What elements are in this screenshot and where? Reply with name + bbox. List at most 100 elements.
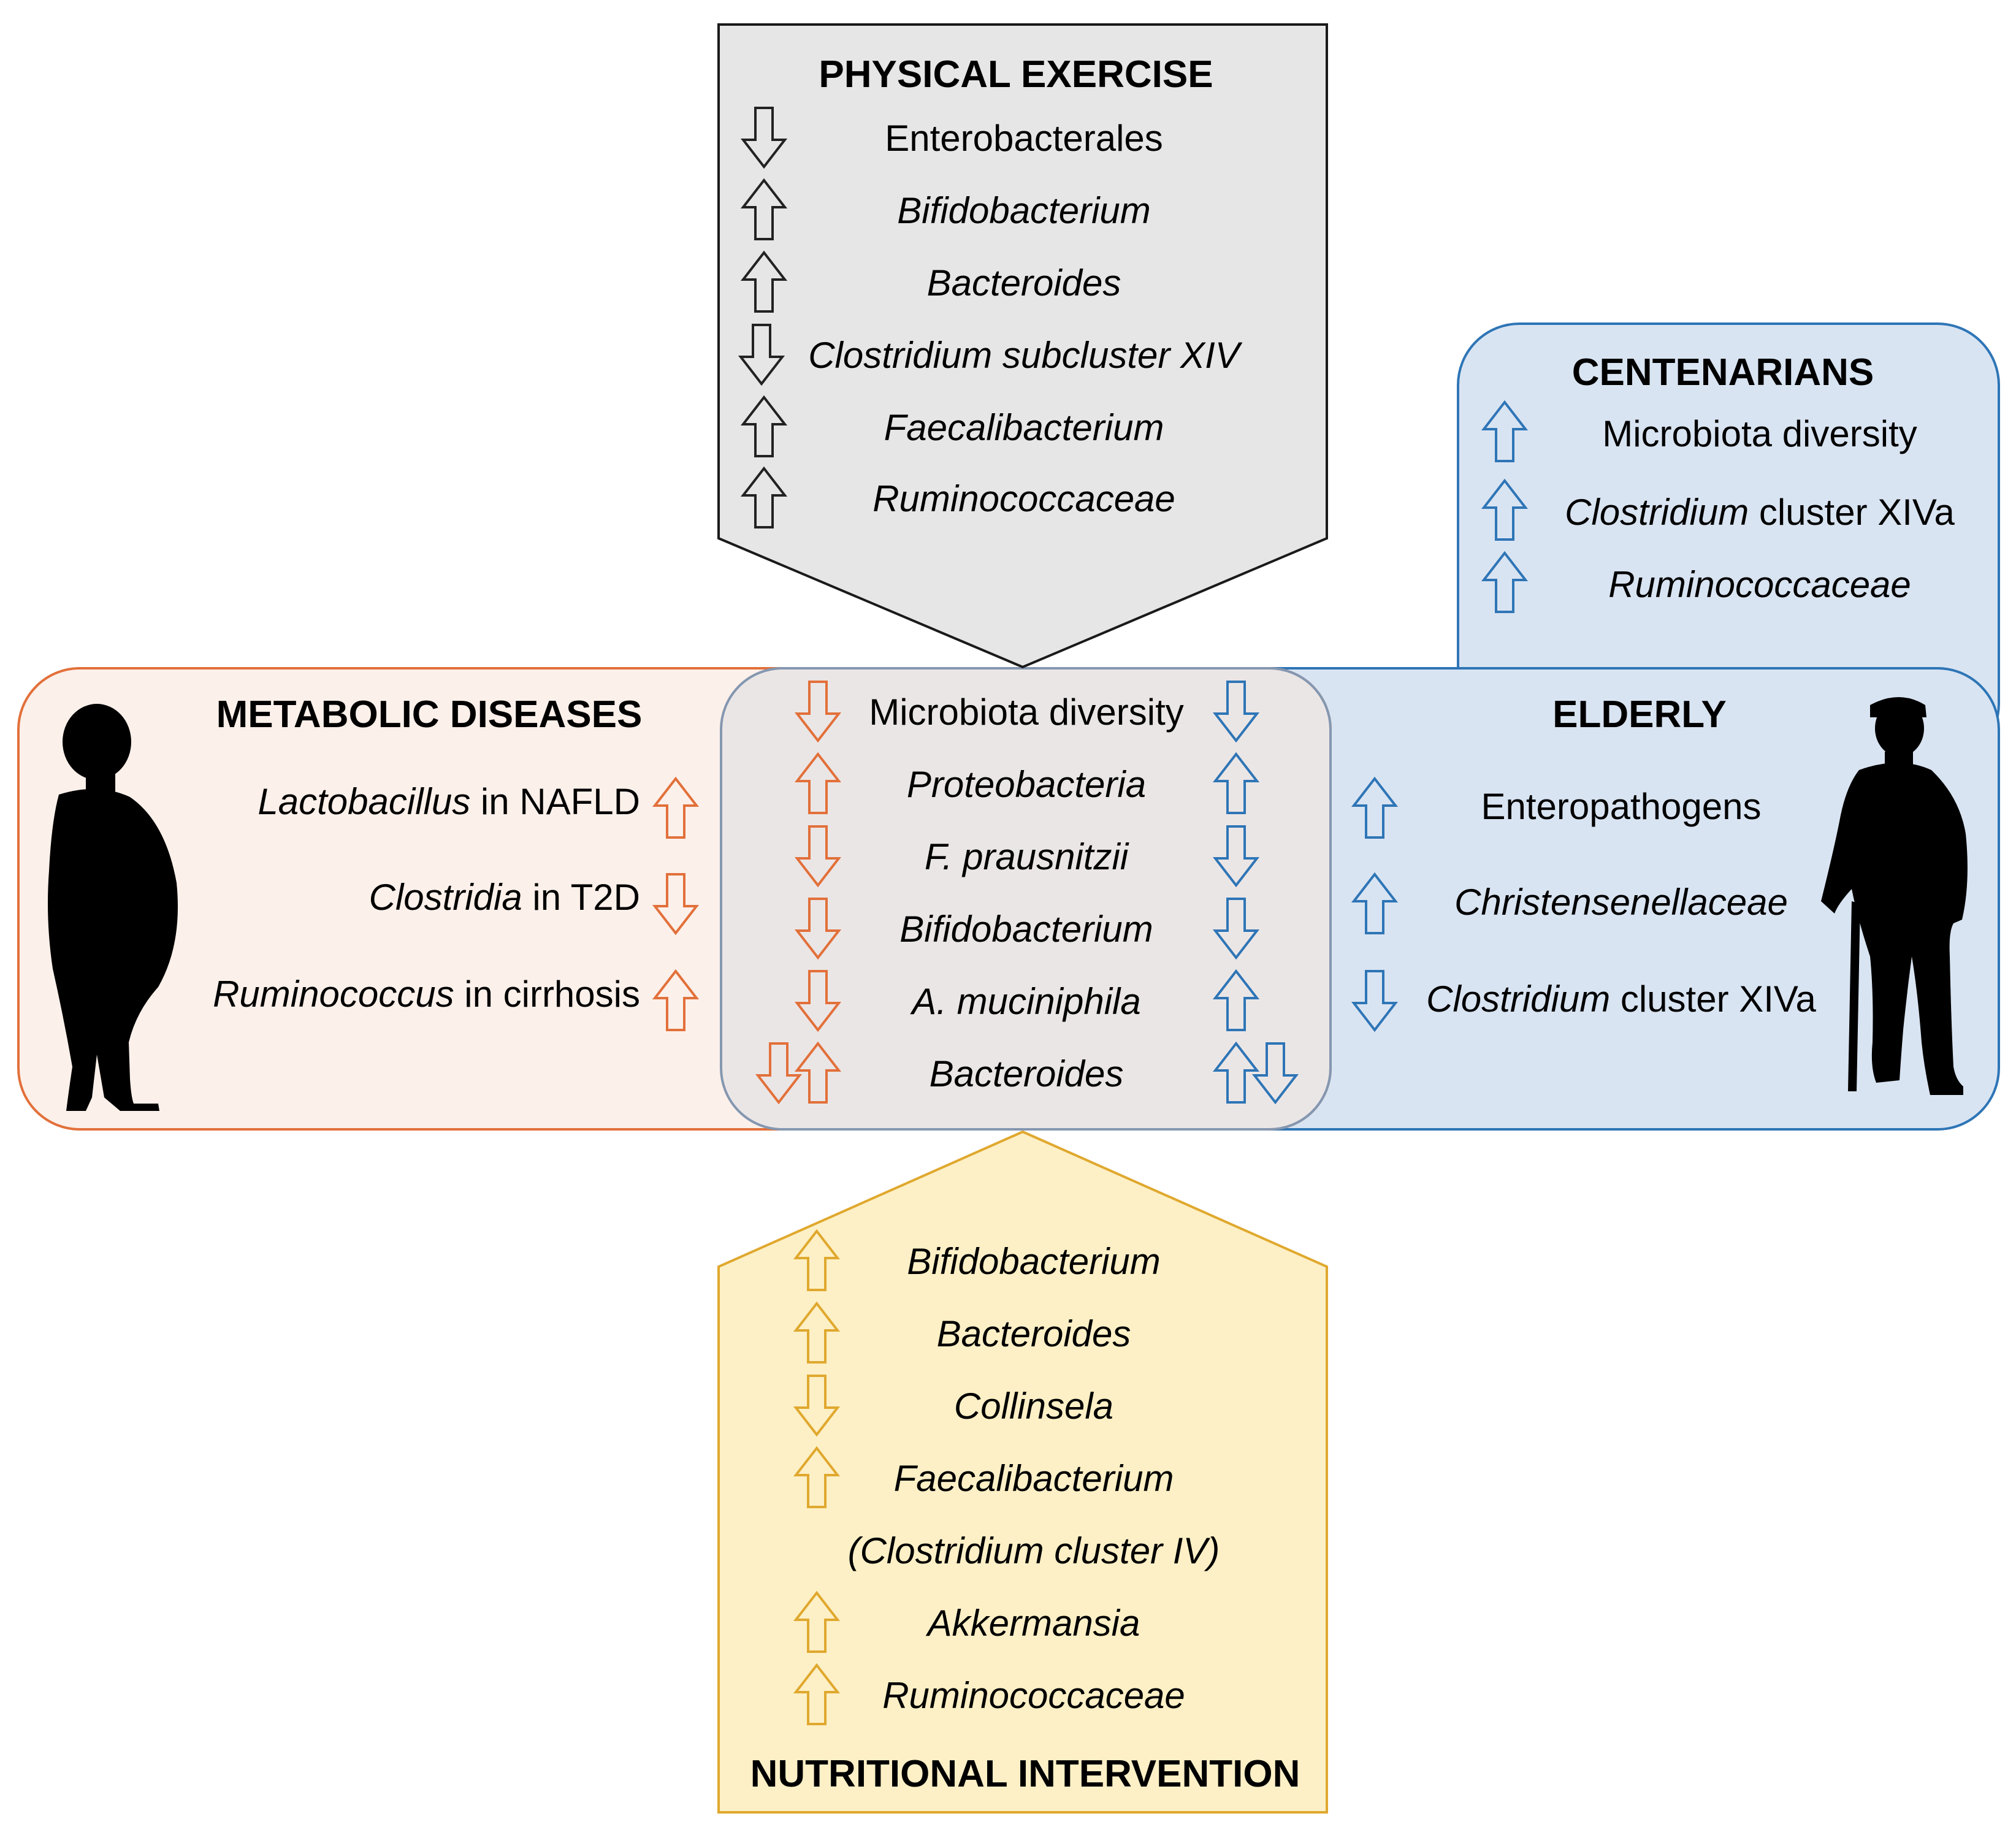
elderly-item: Enteropathogens <box>1351 776 1762 839</box>
centenarians-title: CENTENARIANS <box>1572 351 1874 394</box>
arrow-up-icon <box>793 1663 841 1725</box>
obese-person-silhouette-icon <box>48 704 178 1111</box>
arrow-down-icon <box>794 898 842 960</box>
list-item-label: Ruminococcaceae <box>1608 564 1911 605</box>
arrow-up-icon <box>1212 752 1260 814</box>
list-item-label: Faecalibacterium <box>884 407 1164 448</box>
arrow-up-icon <box>794 752 842 814</box>
label-fragment: Christensenellaceae <box>1454 882 1788 923</box>
physical-exercise-item: Enterobacterales <box>740 107 1163 169</box>
shared-item: Bifidobacterium <box>794 898 1260 960</box>
list-item-label: Bacteroides <box>927 262 1121 303</box>
arrow-down-icon <box>740 107 788 169</box>
arrow-down-icon <box>652 873 700 936</box>
list-item-label: Bacteroides <box>937 1313 1131 1354</box>
arrow-up-icon <box>1481 400 1529 462</box>
list-item-label: Bacteroides <box>930 1053 1124 1094</box>
nutritional-intervention-panel: NUTRITIONAL INTERVENTION Bifidobacterium… <box>717 1130 1328 1814</box>
arrow-down-icon <box>794 681 842 743</box>
list-item-label: Enteropathogens <box>1481 786 1761 827</box>
shared-item: Microbiota diversity <box>794 681 1260 743</box>
arrow-down-icon <box>1251 1042 1299 1105</box>
elderly-item: Clostridium cluster XIVa <box>1351 970 1817 1032</box>
arrow-down-icon <box>793 1375 841 1437</box>
label-fragment: cluster XIVa <box>1610 979 1816 1020</box>
arrow-down-icon <box>1351 970 1399 1032</box>
arrow-down-icon <box>738 324 785 386</box>
shared-box <box>720 667 1332 1131</box>
arrow-up-icon <box>740 466 788 528</box>
arrow-up-icon <box>740 395 788 457</box>
arrow-down-icon <box>794 970 842 1032</box>
label-fragment: Akkermansia <box>926 1603 1140 1644</box>
label-fragment: Ruminococcaceae <box>1608 564 1911 605</box>
physical-exercise-list: EnterobacteralesBifidobacteriumBacteroid… <box>738 107 1243 528</box>
label-fragment: Microbiota diversity <box>869 692 1184 733</box>
label-fragment: Bacteroides <box>930 1053 1124 1094</box>
arrow-up-icon <box>793 1229 841 1291</box>
shared-item: F. prausnitzii <box>794 825 1260 888</box>
nutritional-intervention-box <box>717 1130 1328 1814</box>
arrow-up-icon <box>1351 776 1399 839</box>
centenarians-item: Microbiota diversity <box>1481 400 1917 462</box>
label-fragment: Clostridia <box>369 877 522 918</box>
label-fragment: Ruminococcus <box>213 974 454 1015</box>
physical-exercise-box <box>717 23 1328 669</box>
label-fragment: Clostridium subcluster XIV <box>808 335 1243 376</box>
label-fragment: cluster XIVa <box>1749 492 1955 533</box>
arrow-up-icon <box>740 178 788 240</box>
centenarians-panel: CENTENARIANS Microbiota diversityClostri… <box>1457 322 2000 766</box>
arrow-down-icon <box>1212 825 1260 888</box>
list-item-label: Clostridium cluster XIVa <box>1565 492 1955 533</box>
physical-exercise-panel: PHYSICAL EXERCISE EnterobacteralesBifido… <box>717 23 1328 669</box>
metabolic-diseases-title: METABOLIC DISEASES <box>216 693 643 736</box>
list-item-label: Enterobacterales <box>885 118 1163 159</box>
elderly-list: EnteropathogensChristensenellaceaeClostr… <box>1351 776 1817 1032</box>
arrow-down-icon <box>1212 898 1260 960</box>
list-item-label: Clostridium cluster XIVa <box>1426 979 1816 1020</box>
arrow-up-icon <box>1481 551 1529 613</box>
arrow-up-icon <box>793 1301 841 1364</box>
label-fragment: Bacteroides <box>927 262 1121 303</box>
nutritional-intervention-item: (Clostridium cluster IV) <box>848 1530 1220 1571</box>
nutritional-intervention-item: Akkermansia <box>793 1590 1140 1653</box>
arrow-up-icon <box>794 1041 842 1104</box>
nutritional-intervention-item: Collinsela <box>793 1375 1113 1437</box>
centenarians-item: Ruminococcaceae <box>1481 551 1911 613</box>
label-fragment: Enteropathogens <box>1481 786 1761 827</box>
list-item-label: Proteobacteria <box>907 764 1146 805</box>
list-item-label: A. muciniphila <box>910 981 1141 1022</box>
arrow-down-icon <box>794 825 842 888</box>
elderly-title: ELDERLY <box>1552 693 1727 736</box>
nutritional-intervention-item: Bacteroides <box>793 1301 1131 1364</box>
label-fragment: Bacteroides <box>937 1313 1131 1354</box>
physical-exercise-item: Bifidobacterium <box>740 178 1151 240</box>
metabolic-diseases-item: Clostridia in T2D <box>369 873 700 936</box>
list-item-label: Bifidobacterium <box>907 1241 1161 1282</box>
arrow-up-icon <box>740 250 788 313</box>
list-item-label: Ruminococcaceae <box>872 478 1175 519</box>
label-fragment: Proteobacteria <box>907 764 1146 805</box>
nutritional-intervention-title: NUTRITIONAL INTERVENTION <box>750 1753 1300 1795</box>
list-item-label: Akkermansia <box>926 1603 1140 1644</box>
physical-exercise-item: Clostridium subcluster XIV <box>738 324 1243 386</box>
list-item-label: Lactobacillus in NAFLD <box>258 781 640 822</box>
label-fragment: Bifidobacterium <box>897 190 1151 231</box>
physical-exercise-item: Ruminococcaceae <box>740 466 1175 528</box>
arrow-up-icon <box>793 1590 841 1653</box>
list-item-label: Clostridium subcluster XIV <box>808 335 1243 376</box>
nutritional-intervention-item: Faecalibacterium <box>793 1446 1174 1508</box>
arrow-up-icon <box>1212 1041 1260 1104</box>
list-item-label: Ruminococcaceae <box>882 1675 1185 1716</box>
label-fragment: Lactobacillus <box>258 781 470 822</box>
label-fragment: Faecalibacterium <box>884 407 1164 448</box>
list-item-label: Microbiota diversity <box>869 692 1184 733</box>
label-fragment: (Clostridium cluster IV) <box>848 1530 1220 1571</box>
list-item-label: Clostridia in T2D <box>369 877 640 918</box>
shared-item: Proteobacteria <box>794 752 1260 814</box>
label-fragment: Ruminococcaceae <box>882 1675 1185 1716</box>
